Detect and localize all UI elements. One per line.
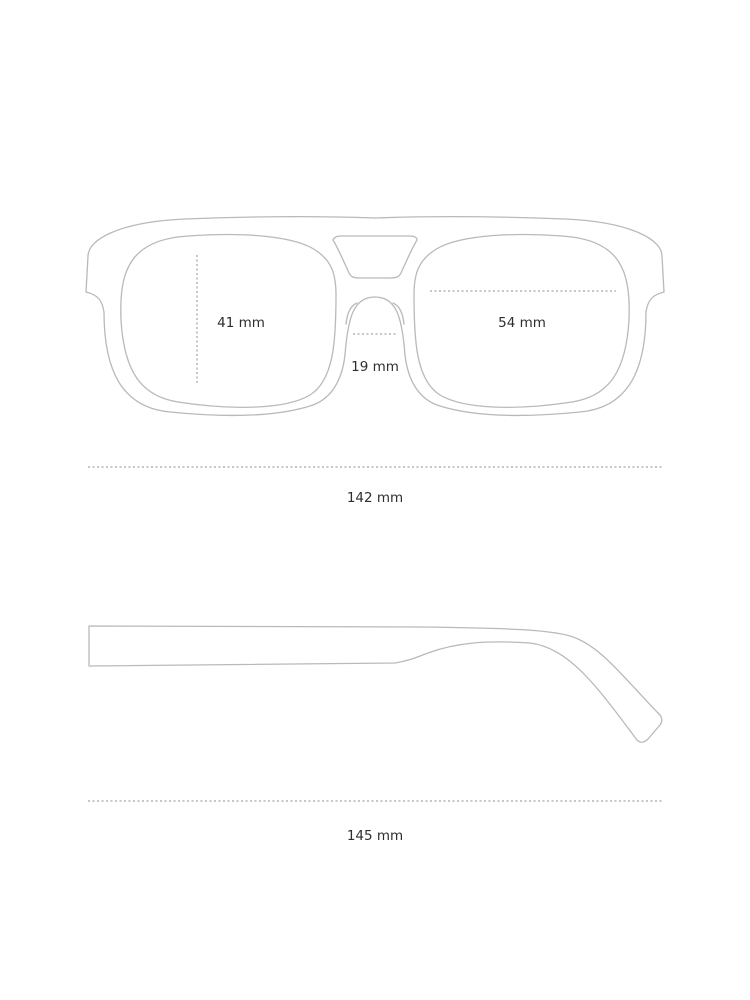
side-view: 145 mm (88, 625, 663, 844)
temple-arm-outline (88, 625, 663, 743)
lens-height-label: 41 mm (217, 315, 265, 331)
temple-length-label: 145 mm (347, 828, 403, 844)
lens-width-label: 54 mm (498, 315, 546, 331)
bridge-width-label: 19 mm (351, 359, 399, 375)
left-lens (120, 233, 337, 408)
right-lens (413, 233, 630, 408)
top-bridge-cutout (332, 235, 418, 279)
nose-pad-right (392, 302, 405, 325)
front-view: 41 mm 54 mm 19 mm 142 mm (85, 215, 665, 506)
frame-width-label: 142 mm (347, 490, 403, 506)
nose-pad-left (345, 302, 358, 325)
frame-outline (85, 215, 665, 416)
